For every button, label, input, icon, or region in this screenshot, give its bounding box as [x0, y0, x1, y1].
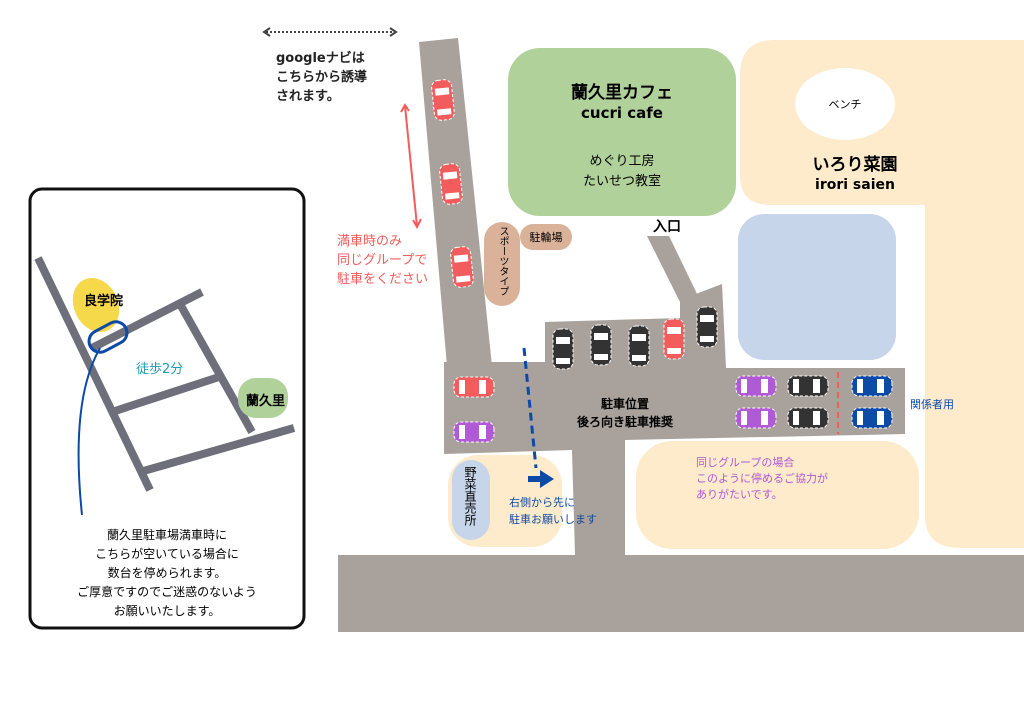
sports-type-parking — [484, 222, 520, 306]
car-icon — [787, 407, 829, 429]
bench-area — [795, 68, 895, 140]
route-dashed-line — [522, 347, 538, 469]
farm-name-ja: いろり菜園 — [812, 155, 898, 175]
car-icon — [453, 376, 495, 398]
car-icon — [590, 324, 612, 366]
cucri-area — [238, 378, 288, 418]
overflow-arrow — [404, 105, 418, 227]
group-note: 同じグループの場合 このように停めるご協力が ありがたいです。 — [696, 456, 828, 501]
car-icon — [431, 79, 455, 121]
car-icon — [696, 306, 718, 348]
cafe-name-ja: 蘭久里カフェ — [571, 83, 673, 103]
car-icon — [450, 246, 474, 288]
bottom-road — [338, 555, 1024, 632]
group-note-area — [636, 441, 919, 549]
staff-label: 関係者用 — [910, 398, 954, 411]
vegetable-stand — [452, 460, 490, 540]
bike-parking — [520, 224, 572, 250]
entrance-label: 入口 — [653, 219, 681, 235]
parking-position-label: 駐車位置 後ろ向き駐車推奨 — [576, 397, 673, 429]
car-icon — [851, 375, 893, 397]
car-icon — [735, 407, 777, 429]
sports-type-label: スポーツタイプ — [497, 226, 508, 296]
pond — [738, 214, 896, 360]
inset-walk: 徒歩2分 — [136, 362, 184, 377]
car-icon — [663, 318, 685, 360]
cafe-area — [508, 48, 736, 216]
inset-ryogakuin: 良学院 — [84, 294, 124, 309]
farm-name-en: irori saien — [815, 177, 895, 193]
right-arrow-icon — [528, 470, 554, 488]
cafe-name-en: cucri cafe — [581, 104, 663, 122]
inset-note: 蘭久里駐車場満車時に こちらが空いている場合に 数台を停められます。 ご厚意です… — [77, 528, 257, 618]
inset-route-line — [77, 347, 101, 516]
car-icon — [851, 407, 893, 429]
car-icon — [439, 163, 463, 205]
inset-cucri: 蘭久里 — [246, 394, 286, 409]
right-first-note: 右側から先に 駐車お願いします — [509, 496, 597, 526]
overflow-note: 満車時のみ 同じグループで 駐車をください — [337, 234, 429, 287]
cafe-sub: めぐり工房 たいせつ教室 — [582, 154, 661, 189]
vegetable-stand-label: 野菜直売所 — [463, 466, 477, 526]
car-icon — [787, 375, 829, 397]
inset-roads — [34, 256, 296, 492]
car-icon — [628, 325, 650, 367]
bike-parking-label: 駐輪場 — [529, 231, 563, 244]
entrance-road — [647, 236, 700, 302]
farm-area — [740, 40, 1024, 548]
google-note: googleナビは こちらから誘導 されます。 — [276, 51, 368, 104]
ryogakuin-area — [72, 277, 120, 333]
bench-label: ベンチ — [828, 98, 862, 111]
ryogakuin-parking — [87, 320, 129, 354]
car-icon — [735, 375, 777, 397]
car-icon — [552, 328, 574, 370]
car-icon — [453, 421, 495, 443]
